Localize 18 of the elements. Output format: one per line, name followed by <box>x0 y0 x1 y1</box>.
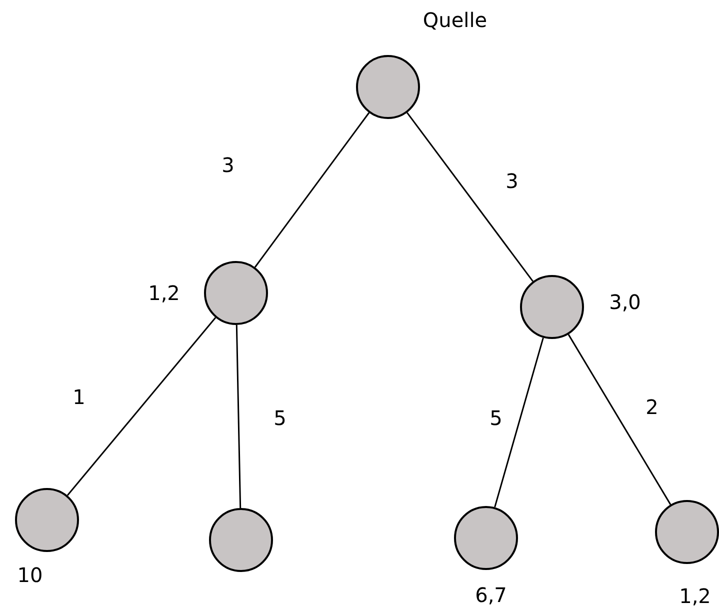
node-label: 1,2 <box>148 281 180 305</box>
node-label: 6,7 <box>475 583 507 607</box>
node-label: 10 <box>17 563 43 587</box>
connector-line <box>66 317 216 496</box>
edge-label: 3 <box>222 153 234 177</box>
edge-label: 3 <box>506 169 518 193</box>
node-label: Quelle <box>422 8 488 32</box>
node-label: 3,0 <box>609 290 641 314</box>
connector-line <box>568 334 672 505</box>
connector-line <box>254 112 370 268</box>
connector-line <box>236 324 242 508</box>
edge-label: 5 <box>490 406 502 430</box>
connector-line <box>406 112 534 282</box>
connector-line <box>494 338 544 508</box>
edge-label: 5 <box>274 406 286 430</box>
edge-label: 2 <box>646 395 658 419</box>
edge-label: 1 <box>72 385 86 409</box>
node-label: 1,2 <box>679 584 711 608</box>
